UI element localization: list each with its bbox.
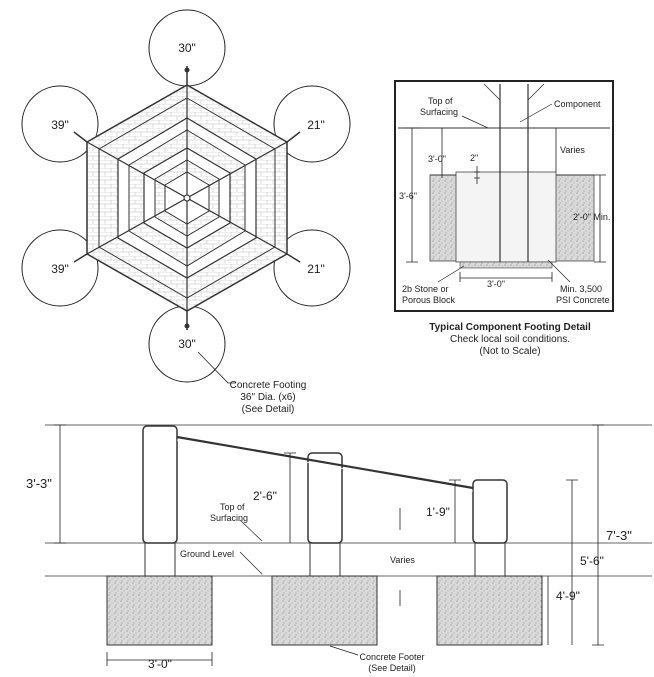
detail-dim-2 (474, 166, 480, 184)
elev-dim-2-6: 2'-6" (253, 489, 277, 503)
footing-callout-line2: 36" Dia. (x6) (240, 392, 295, 403)
footing-callout-line3: (See Detail) (242, 404, 295, 415)
footing-circle-lower-left (21, 229, 99, 307)
elev-dim-3-0: 3'-0" (148, 657, 172, 671)
hex-center-hub (183, 194, 191, 202)
footing-callout-line1: Concrete Footing (230, 380, 307, 391)
elev-label-top-of-2: Surfacing (210, 513, 248, 523)
elev-dim-5-6: 5'-6" (580, 554, 604, 568)
footing-detail: Top of Surfacing Component Varies 3'-0" … (394, 80, 614, 357)
shade-cable-highlight (176, 439, 474, 492)
dim-line-2-6 (284, 452, 296, 543)
detail-leader-surfacing (461, 115, 489, 129)
footing-callout-leader (197, 351, 236, 384)
dim-line-5-6 (566, 479, 578, 645)
elev-dim-3-3: 3'-3" (26, 476, 52, 491)
detail-caption-title: Typical Component Footing Detail (429, 322, 591, 333)
anchor-dot-top (184, 67, 190, 73)
detail-label-concrete-1: Min. 3,500 (560, 284, 602, 294)
elev-dim-4-9: 4'-9" (556, 589, 580, 603)
detail-label-top-of-2: Surfacing (420, 107, 458, 117)
hexagon-structure (73, 66, 301, 330)
post-base-right (474, 542, 506, 577)
detail-label-stone-1: 2b Stone or (402, 284, 449, 294)
footing-circle-lower-right (273, 229, 351, 307)
detail-post (499, 84, 529, 262)
detail-label-3-0-bottom: 3'-0" (487, 279, 505, 289)
anchor-dot-bottom (184, 323, 190, 329)
elevation-view: 3'-3" 2'-6" 1'-9" 7'-3" 5'-6" 4'-9" Top … (26, 424, 652, 673)
dim-line-7-3 (592, 424, 604, 646)
post-left (142, 425, 178, 544)
detail-post-break (483, 83, 545, 101)
detail-dim-3-6 (406, 127, 418, 263)
detail-label-varies: Varies (560, 145, 585, 155)
hex-anchor-links (73, 66, 301, 330)
detail-caption-line3: (Not to Scale) (479, 346, 540, 357)
elev-label-top-of-1: Top of (220, 502, 245, 512)
footing-label-bottom: 30" (178, 337, 196, 351)
footer-left (106, 575, 213, 646)
detail-label-2: 2" (470, 153, 478, 163)
detail-leader-concrete (547, 259, 571, 283)
elev-dim-1-9: 1'-9" (426, 505, 450, 519)
footing-circle-upper-right (273, 85, 351, 163)
elev-dim-7-3: 7'-3" (606, 528, 632, 543)
footing-label-lower-left: 39" (51, 262, 69, 276)
elev-label-ground-level: Ground Level (180, 549, 234, 559)
post-base-center (309, 542, 341, 577)
detail-label-concrete-2: PSI Concrete (556, 295, 610, 305)
plan-view: 30" 21" 21" 30" 39" 39" Concrete Footing… (21, 9, 351, 415)
detail-concrete (455, 171, 557, 263)
shade-cable (176, 435, 474, 490)
detail-leader-stone (437, 265, 465, 283)
elev-label-varies: Varies (390, 555, 415, 565)
footer-right (436, 575, 543, 646)
detail-label-3-0-top: 3'-0" (428, 154, 446, 164)
dim-line-3-0 (106, 652, 213, 666)
footing-label-upper-right: 21" (307, 118, 325, 132)
dim-line-1-9 (449, 479, 461, 543)
post-center (307, 452, 343, 544)
detail-dim-3-0-bottom (459, 272, 553, 282)
footing-label-upper-left: 39" (51, 118, 69, 132)
detail-label-2-0-min: 2'-0" Min. (573, 212, 610, 222)
detail-label-top-of-1: Top of (428, 96, 453, 106)
footer-callout-leader (329, 645, 359, 656)
detail-leader-component (519, 103, 553, 123)
footer-center (271, 575, 378, 646)
footing-circle-upper-left (21, 85, 99, 163)
dim-line-3-3 (54, 424, 66, 544)
elev-label-footer-2: (See Detail) (368, 663, 416, 673)
footing-label-lower-right: 21" (307, 262, 325, 276)
elev-label-footer-1: Concrete Footer (359, 652, 424, 662)
detail-dim-2-0-min (594, 174, 606, 263)
detail-caption-line2: Check local soil conditions. (450, 334, 570, 345)
surfacing-leader (239, 519, 263, 542)
ground-leader (239, 551, 263, 575)
detail-label-stone-2: Porous Block (402, 295, 456, 305)
footing-label-top: 30" (178, 41, 196, 55)
detail-label-component: Component (554, 99, 601, 109)
detail-stone-base (459, 261, 553, 269)
post-right (472, 479, 508, 544)
detail-label-3-6: 3'-6" (399, 191, 417, 201)
post-base-left (144, 542, 176, 577)
